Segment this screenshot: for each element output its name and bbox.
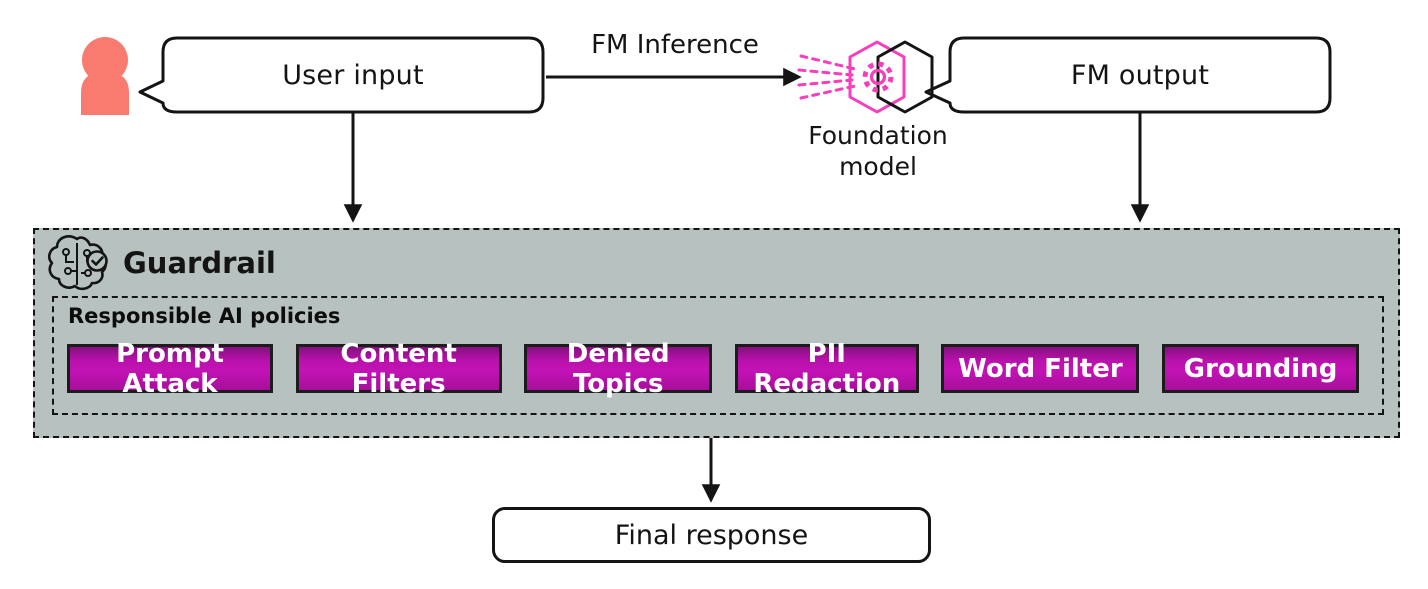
speech-bubble-fm-output xyxy=(924,36,1332,114)
policies-row: Prompt Attack Content Filters Denied Top… xyxy=(67,339,1359,399)
guardrail-title: Guardrail xyxy=(123,246,276,280)
policy-chip-denied-topics: Denied Topics xyxy=(524,339,713,399)
guardrail-header: Guardrail xyxy=(47,234,276,292)
policy-chip-grounding: Grounding xyxy=(1161,344,1359,393)
user-icon xyxy=(81,37,129,115)
final-response-label: Final response xyxy=(614,519,809,551)
fm-output-bubble-label: FM output xyxy=(1070,59,1210,91)
fm-inference-arrow-label: FM Inference xyxy=(591,30,759,60)
policy-chip-word-filter: Word Filter xyxy=(941,344,1140,393)
guardrail-box: Guardrail Responsible AI policies Prompt… xyxy=(33,228,1400,438)
responsible-ai-policies-box: Responsible AI policies Prompt Attack Co… xyxy=(52,296,1384,415)
speech-bubble-user-input xyxy=(138,36,545,114)
gear-icon xyxy=(862,61,894,93)
foundation-model-label: Foundation model xyxy=(808,120,948,181)
policy-chip-content-filters: Content Filters xyxy=(295,339,502,399)
responsible-ai-policies-title: Responsible AI policies xyxy=(68,304,341,328)
final-response-box: Final response xyxy=(492,507,931,563)
policy-chip-pii-redaction: PII Redaction xyxy=(734,339,919,399)
guardrail-brain-icon xyxy=(47,235,108,291)
foundation-model-icon xyxy=(797,40,934,114)
policy-chip-prompt-attack: Prompt Attack xyxy=(67,339,273,399)
user-input-bubble-label: User input xyxy=(282,59,424,91)
